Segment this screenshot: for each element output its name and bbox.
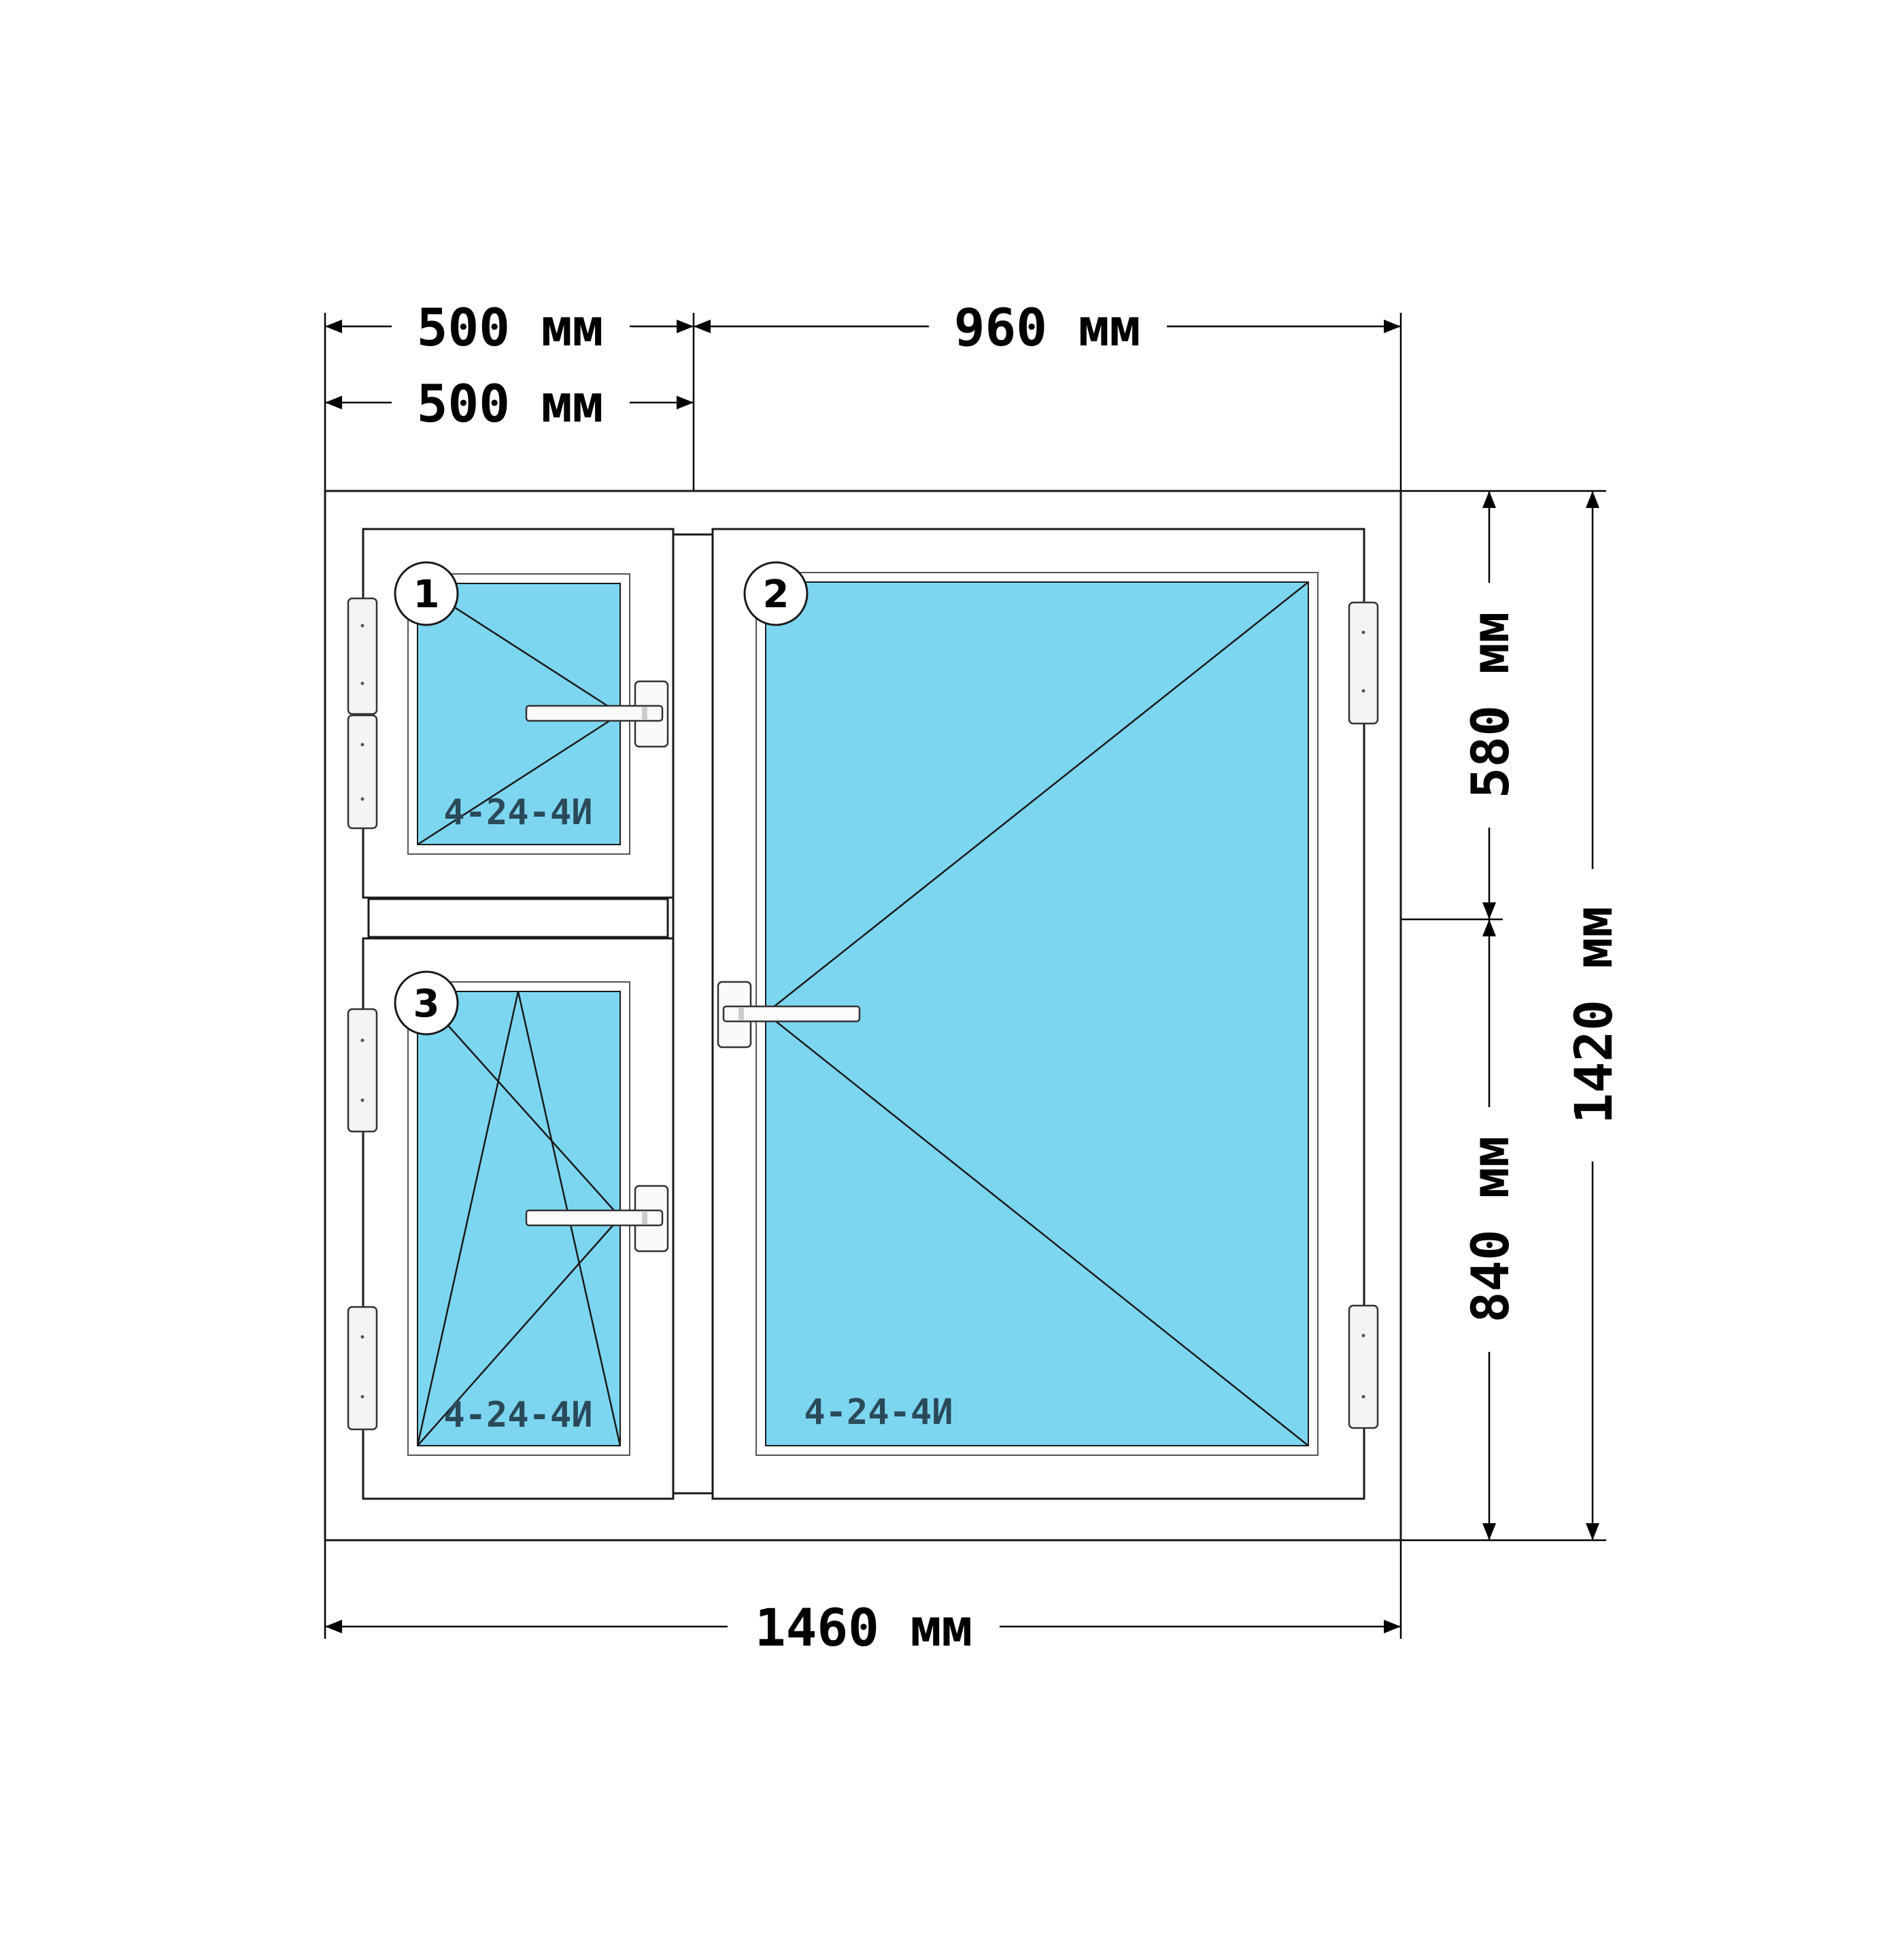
sash-1-glass-label: 4-24-4И bbox=[443, 792, 592, 833]
sash-1-hinge-bottom bbox=[347, 714, 378, 830]
sash-2-number-badge bbox=[743, 561, 809, 626]
sash-2-glass-label: 4-24-4И bbox=[804, 1392, 953, 1433]
sash-2-hinge-top bbox=[1348, 601, 1379, 725]
dimension-labels: 500 мм 500 мм 960 мм 1460 мм 580 мм 840 … bbox=[392, 292, 1632, 1661]
sash-1-handle[interactable] bbox=[525, 704, 664, 722]
sash-1: 4-24-4И 1 bbox=[347, 528, 675, 899]
sash-2-handle[interactable] bbox=[722, 1005, 861, 1023]
sash-1-number-badge bbox=[394, 561, 459, 626]
dim-top-left-1: 500 мм bbox=[417, 297, 604, 358]
dim-bottom-total: 1460 мм bbox=[755, 1597, 972, 1658]
sash-3-hinge-top bbox=[347, 1008, 378, 1133]
sash-1-hinge-top bbox=[347, 597, 378, 715]
dim-top-right: 960 мм bbox=[954, 297, 1141, 358]
dim-right-total: 1420 мм bbox=[1563, 906, 1624, 1124]
dim-right-lower: 840 мм bbox=[1460, 1136, 1520, 1323]
sash-1-number: 1 bbox=[413, 573, 440, 617]
sash-3-glass-label: 4-24-4И bbox=[443, 1395, 592, 1435]
horizontal-transom bbox=[367, 898, 669, 938]
dim-top-left-2: 500 мм bbox=[417, 373, 604, 434]
sash-3: 4-24-4И 3 bbox=[347, 937, 675, 1500]
sash-3-hinge-bottom bbox=[347, 1306, 378, 1431]
vertical-mullion bbox=[672, 533, 714, 1495]
sash-3-number-badge bbox=[394, 970, 459, 1036]
dim-right-upper: 580 мм bbox=[1460, 612, 1520, 799]
sash-2-hinge-bottom bbox=[1348, 1304, 1379, 1429]
sash-3-number: 3 bbox=[413, 982, 440, 1026]
sash-2-number: 2 bbox=[763, 573, 789, 617]
sash-2: 4-24-4И 2 bbox=[711, 528, 1379, 1500]
sash-3-handle[interactable] bbox=[525, 1209, 664, 1227]
